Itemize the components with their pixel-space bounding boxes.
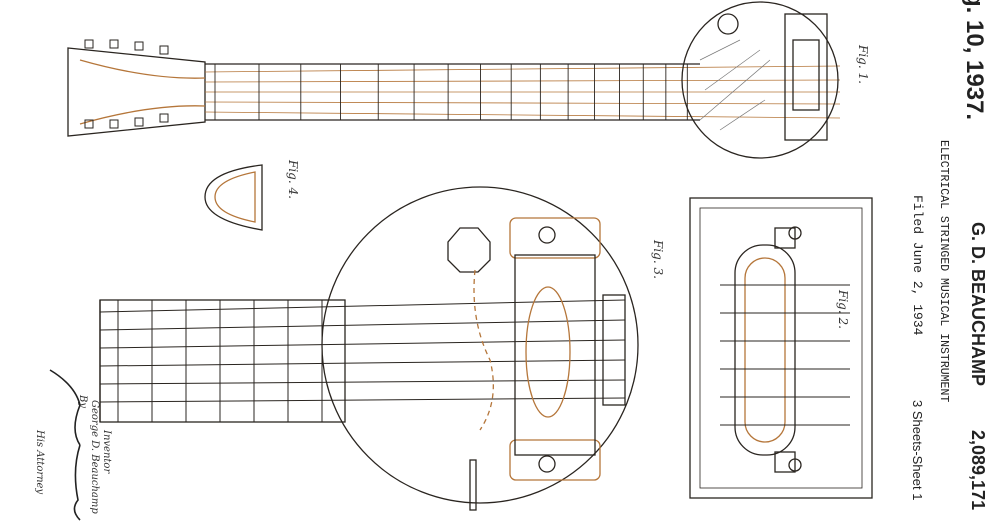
- fig3-instrument-front-view: [99, 186, 639, 511]
- tuning-pegs: [84, 39, 169, 129]
- fig1-instrument-top-view: [67, 1, 841, 159]
- fig2-cross-section: [689, 197, 873, 499]
- fig4-neck-section: [204, 164, 263, 231]
